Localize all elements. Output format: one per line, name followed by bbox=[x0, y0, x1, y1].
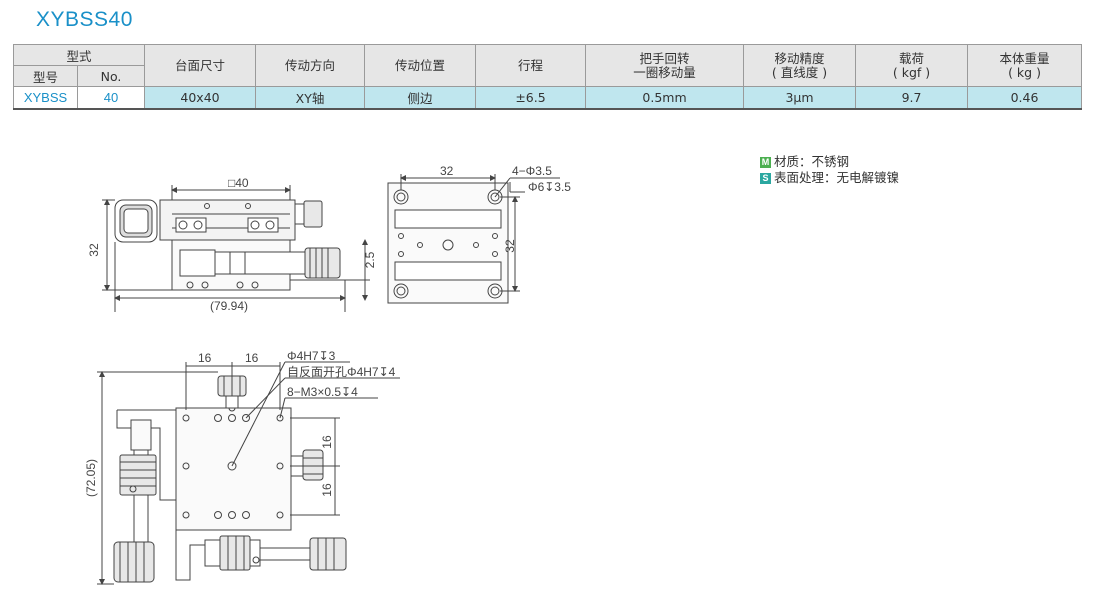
cell-load: 9.7 bbox=[855, 86, 969, 110]
cell-travel-per-turn: 0.5mm bbox=[585, 86, 745, 110]
cell-drive-direction: XY轴 bbox=[255, 86, 366, 110]
plan-dim-c: 16 bbox=[320, 435, 334, 449]
plan-view-drawing bbox=[97, 361, 400, 585]
table-row: XYBSS 40 40x40 XY轴 侧边 ±6.5 0.5mm 3μm 9.7… bbox=[13, 86, 1083, 110]
plate-hole-note-1: 4−Φ3.5 bbox=[512, 164, 552, 178]
plan-dim-a: 16 bbox=[198, 351, 212, 365]
cell-stroke: ±6.5 bbox=[475, 86, 587, 110]
front-dim-top: □40 bbox=[228, 176, 249, 190]
spec-legend: M 材质：不锈钢 S 表面处理：无电解镀镍 bbox=[760, 154, 899, 186]
front-dim-right: 2.5 bbox=[363, 251, 377, 268]
material-badge-icon: M bbox=[760, 156, 771, 168]
cell-table-size: 40x40 bbox=[144, 86, 257, 110]
surface-badge-icon: S bbox=[760, 172, 771, 184]
plan-dim-height: (72.05) bbox=[84, 459, 98, 497]
cell-model: XYBSS bbox=[13, 86, 78, 110]
page-title: XYBSS40 bbox=[36, 8, 133, 31]
header-col-2: 传动方向 bbox=[255, 44, 366, 87]
cell-accuracy: 3μm bbox=[743, 86, 857, 110]
legend-surface-text: 表面处理：无电解镀镍 bbox=[774, 170, 900, 185]
header-col-7: 载荷( kgf ) bbox=[855, 44, 969, 87]
plate-hole-note-2: Φ6↧3.5 bbox=[528, 180, 571, 194]
header-col-3: 传动位置 bbox=[364, 44, 477, 87]
plate-dim-right: 32 bbox=[503, 239, 517, 253]
header-col-8: 本体重量( kg ) bbox=[967, 44, 1083, 87]
front-dim-bottom: (79.94) bbox=[210, 299, 248, 313]
plan-note-2: 自反面开孔Φ4H7↧4 bbox=[287, 365, 396, 379]
header-model: 型号 bbox=[13, 65, 78, 87]
header-col-5: 把手回转一圈移动量 bbox=[585, 44, 745, 87]
legend-surface: S 表面处理：无电解镀镍 bbox=[760, 170, 899, 186]
front-view-drawing bbox=[102, 185, 370, 312]
header-col-6: 移动精度( 直线度 ) bbox=[743, 44, 857, 87]
front-dim-left: 32 bbox=[87, 243, 101, 257]
plan-dim-b: 16 bbox=[245, 351, 259, 365]
plate-dim-top: 32 bbox=[440, 164, 454, 178]
header-col-1: 台面尺寸 bbox=[144, 44, 257, 87]
legend-material: M 材质：不锈钢 bbox=[760, 154, 899, 170]
cell-weight: 0.46 bbox=[967, 86, 1083, 110]
spec-table: 型式 台面尺寸 传动方向 传动位置 行程 把手回转一圈移动量 移动精度( 直线度… bbox=[12, 44, 1083, 110]
plan-note-3: 8−M3×0.5↧4 bbox=[287, 385, 358, 399]
header-no: No. bbox=[76, 65, 146, 87]
top-plate-drawing bbox=[387, 174, 560, 304]
cell-no: 40 bbox=[76, 86, 146, 110]
plan-dim-d: 16 bbox=[320, 483, 334, 497]
plan-note-1: Φ4H7↧3 bbox=[287, 349, 336, 363]
cell-drive-position: 侧边 bbox=[364, 86, 477, 110]
legend-material-text: 材质：不锈钢 bbox=[774, 154, 850, 169]
